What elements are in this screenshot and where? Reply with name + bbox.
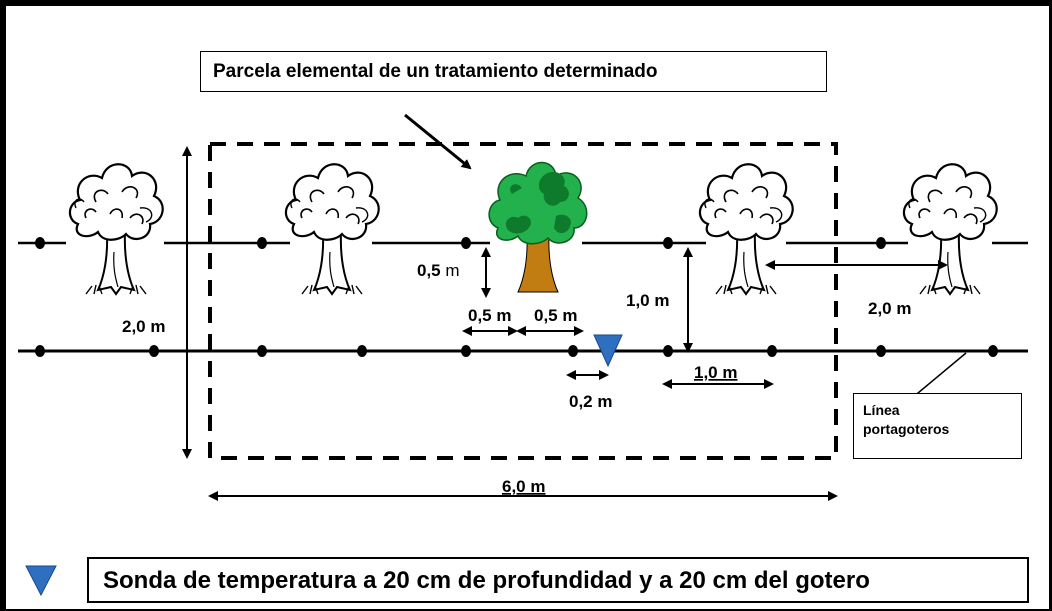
label-dripper-to-tree-value: 0,5 [417,261,441,280]
line-label-box: Línea portagoteros [853,393,1022,459]
line-label-pointer [911,352,967,399]
plot-boundary [208,142,838,460]
plot-title-box: Parcela elemental de un tratamiento dete… [200,51,827,92]
tree-outline-5 [902,163,998,296]
tree-row-drippers [35,237,886,249]
label-row-spacing-left: 2,0 m [122,317,165,336]
line-label-line2: portagoteros [863,421,950,437]
label-tree-to-line: 1,0 m [626,291,669,310]
plot-title-text: Parcela elemental de un tratamiento dete… [213,61,658,82]
label-plot-length: 6,0 m [502,477,545,496]
label-tree-spacing: 2,0 m [868,299,911,318]
tree-outline-1 [68,163,164,296]
label-dripper-to-tree: 0,5 m [417,261,460,280]
label-probe-offset: 0,2 m [569,392,612,411]
tree-outline-4 [698,163,794,296]
temperature-probe-icon [593,334,623,368]
label-dripper-to-tree-unit: m [441,261,460,280]
tree-outline-2 [284,163,380,296]
line-label-line1: Línea [863,402,900,418]
label-half-left: 0,5 m [468,306,511,325]
legend-probe-icon [25,565,57,597]
dripper-line-drippers [35,345,998,357]
pointer-arrow [404,113,472,170]
label-half-right: 0,5 m [534,306,577,325]
legend-text: Sonda de temperatura a 20 cm de profundi… [103,567,870,594]
legend-box: Sonda de temperatura a 20 cm de profundi… [87,557,1029,603]
tree-highlighted [488,161,588,293]
label-dripper-spacing: 1,0 m [694,363,737,382]
